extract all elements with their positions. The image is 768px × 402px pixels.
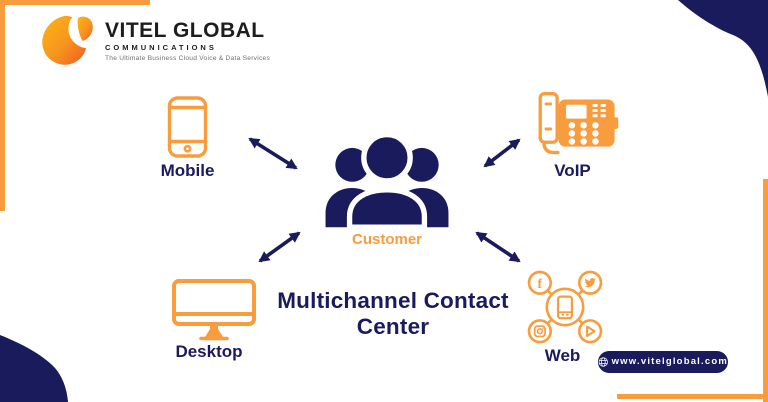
customer-label: Customer	[351, 231, 422, 248]
web-social-channels-icon: f	[527, 270, 603, 344]
corner-blob-bottom-left	[0, 335, 68, 402]
vitel-global-logo-icon	[42, 15, 93, 65]
node-label-desktop: Desktop	[175, 342, 243, 361]
globe-icon	[598, 357, 608, 367]
vitel-global-logo: VITEL GLOBAL COMMUNICATIONS The Ultimate…	[38, 12, 270, 68]
frame-line-bottom	[617, 394, 768, 399]
arrow-customer-web	[475, 231, 521, 263]
instagram-glyph	[533, 325, 546, 338]
voip-desk-phone-icon	[538, 91, 619, 155]
arrow-customer-desktop	[258, 231, 301, 263]
website-url: www.vitelglobal.com	[611, 356, 728, 368]
frame-line-left	[0, 0, 5, 211]
play-glyph	[586, 325, 596, 338]
corner-blob-top-right	[678, 0, 768, 97]
node-label-voip: VoIP	[554, 161, 591, 180]
twitter-glyph	[584, 278, 596, 288]
desktop-monitor-icon	[172, 279, 256, 341]
logo-subtitle: COMMUNICATIONS	[105, 43, 217, 52]
arrow-customer-voip	[483, 138, 521, 168]
website-badge[interactable]: www.vitelglobal.com	[598, 351, 728, 373]
arrow-customer-mobile	[248, 137, 298, 170]
phone-glyph	[556, 295, 574, 320]
smartphone-icon	[167, 96, 208, 158]
diagram-title: Multichannel Contact Center	[277, 288, 509, 339]
node-label-web: Web	[544, 346, 581, 365]
node-label-mobile: Mobile	[160, 161, 215, 180]
frame-line-right	[763, 179, 768, 402]
logo-tagline: The Ultimate Business Cloud Voice & Data…	[105, 54, 271, 62]
frame-line-top	[0, 0, 150, 5]
facebook-glyph: f	[538, 276, 543, 291]
logo-name: VITEL GLOBAL	[105, 19, 265, 42]
customer-group-icon	[325, 131, 449, 229]
